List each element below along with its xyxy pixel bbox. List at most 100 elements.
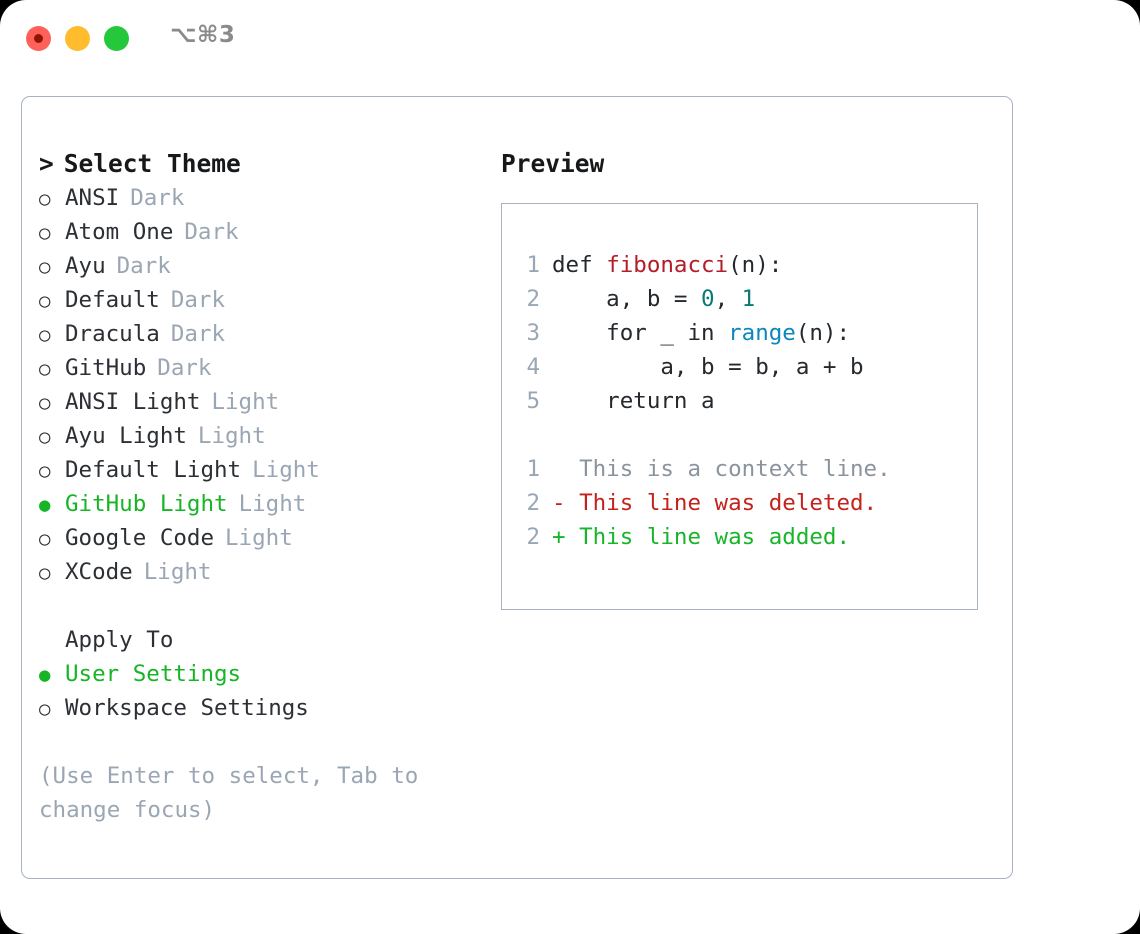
radio-icon[interactable]: ○ <box>39 562 51 584</box>
theme-option[interactable]: ○ Ayu Light Light <box>39 419 489 453</box>
apply-to-section: Apply To ● User Settings ○Workspace Settin… <box>39 623 489 725</box>
radio-icon[interactable]: ○ <box>39 222 51 244</box>
radio-icon[interactable]: ○ <box>39 256 51 278</box>
radio-icon[interactable]: ○ <box>39 290 51 312</box>
code-line: 5 return a <box>514 384 973 418</box>
line-number: 2 <box>526 490 540 516</box>
theme-category-label: Light <box>197 423 266 449</box>
line-number: 2 <box>526 524 540 550</box>
theme-category-label: Dark <box>130 185 185 211</box>
code-text: a, b = b, a + b <box>552 350 864 384</box>
line-number: 3 <box>526 320 540 346</box>
theme-category-label: Dark <box>170 321 226 347</box>
theme-name-label: Atom One <box>65 219 174 245</box>
theme-category-label: Light <box>211 389 280 415</box>
code-token: (n): <box>728 252 783 278</box>
theme-category-label: Dark <box>170 287 226 313</box>
radio-icon[interactable]: ○ <box>39 324 51 346</box>
radio-icon[interactable]: ○ <box>39 358 51 380</box>
theme-category-label: Dark <box>184 219 239 245</box>
theme-category-label: Light <box>143 559 212 585</box>
code-line: 4 a, b = b, a + b <box>514 350 973 384</box>
radio-icon[interactable]: ○ <box>39 188 51 210</box>
code-token: for _ in <box>552 320 729 346</box>
code-text: - This line was deleted. <box>552 486 877 520</box>
minimize-icon[interactable] <box>65 26 90 51</box>
apply-to-heading: Apply To <box>65 627 174 653</box>
theme-name-label: ANSI Light <box>65 389 201 415</box>
radio-icon[interactable]: ○ <box>39 426 51 448</box>
theme-option[interactable]: ○ Default Light Light <box>39 453 489 487</box>
theme-name-label: Ayu <box>65 253 106 279</box>
code-token: fibonacci <box>606 252 729 278</box>
select-theme-title: Select Theme <box>63 149 241 178</box>
keyboard-hint-text: (Use Enter to select, Tab to change focu… <box>39 763 419 823</box>
preview-column: Preview 1 def fibonacci(n): 2 a, b = 0, 1 3… <box>501 147 1001 610</box>
code-token: def <box>552 252 607 278</box>
code-token: This is a context line. <box>552 456 891 482</box>
line-number: 4 <box>526 354 540 380</box>
keyboard-shortcut-label: ⌥⌘3 <box>170 22 236 48</box>
code-text: for _ in range(n): <box>552 316 850 350</box>
code-token: , <box>714 286 742 312</box>
theme-category-label: Light <box>225 525 293 551</box>
code-line: 2 a, b = 0, 1 <box>514 282 973 316</box>
theme-option[interactable]: ○ Atom One Dark <box>39 215 489 249</box>
line-number: 1 <box>526 456 540 482</box>
theme-option[interactable]: ○ Ayu Dark <box>39 249 489 283</box>
code-token: 1 <box>741 286 756 312</box>
line-number: 1 <box>526 252 540 278</box>
code-token: + This line was added. <box>552 524 851 550</box>
radio-icon[interactable]: ● <box>39 664 51 686</box>
theme-category-label: Light <box>252 457 320 483</box>
apply-to-option[interactable]: ○Workspace Settings <box>39 691 489 725</box>
caret-icon: > <box>39 149 54 178</box>
traffic-lights <box>26 26 129 51</box>
radio-icon[interactable]: ○ <box>39 698 51 720</box>
code-text: + This line was added. <box>552 520 850 554</box>
theme-name-label: Default <box>65 287 160 313</box>
code-text: a, b = 0, 1 <box>552 282 755 316</box>
theme-name-label: Ayu Light <box>65 423 187 449</box>
maximize-icon[interactable] <box>104 26 129 51</box>
code-token: - This line was deleted. <box>552 490 878 516</box>
theme-option[interactable]: ○ XCode Light <box>39 555 489 589</box>
line-number: 5 <box>526 388 540 414</box>
theme-name-label: XCode <box>65 559 133 585</box>
code-token: a, b = <box>552 286 702 312</box>
radio-icon[interactable]: ○ <box>39 460 51 482</box>
theme-option[interactable]: ○ Default Dark <box>39 283 489 317</box>
preview-heading: Preview <box>501 149 605 178</box>
code-line: 1 def fibonacci(n): <box>514 248 973 282</box>
diff-sample: 1 This is a context line. 2 - This line wa… <box>514 452 973 554</box>
radio-icon[interactable]: ○ <box>39 392 51 414</box>
theme-option[interactable]: ○ ANSI Dark <box>39 181 489 215</box>
code-preview-box: 1 def fibonacci(n): 2 a, b = 0, 1 3 for _ i… <box>501 203 978 610</box>
theme-option[interactable]: ○ ANSI Light Light <box>39 385 489 419</box>
theme-name-label: Dracula <box>65 321 160 347</box>
theme-category-label: Light <box>238 491 307 517</box>
code-text: This is a context line. <box>552 452 891 486</box>
diff-line: 2 + This line was added. <box>514 520 973 554</box>
radio-icon[interactable]: ● <box>39 494 51 516</box>
theme-category-label: Dark <box>116 253 171 279</box>
code-spacer <box>514 418 973 452</box>
theme-name-label: Default Light <box>65 457 242 483</box>
radio-icon[interactable]: ○ <box>39 528 51 550</box>
apply-to-list[interactable]: ● User Settings ○Workspace Settings <box>39 657 489 725</box>
close-icon[interactable] <box>26 26 51 51</box>
apply-to-label: User Settings <box>65 661 242 687</box>
diff-line: 2 - This line was deleted. <box>514 486 973 520</box>
line-number: 2 <box>526 286 540 312</box>
code-token: a, b = b, a + b <box>552 354 864 380</box>
apply-to-option[interactable]: ● User Settings <box>39 657 489 691</box>
theme-option[interactable]: ○ Dracula Dark <box>39 317 489 351</box>
theme-name-label: ANSI <box>65 185 120 211</box>
code-sample: 1 def fibonacci(n): 2 a, b = 0, 1 3 for _ i… <box>514 248 973 418</box>
